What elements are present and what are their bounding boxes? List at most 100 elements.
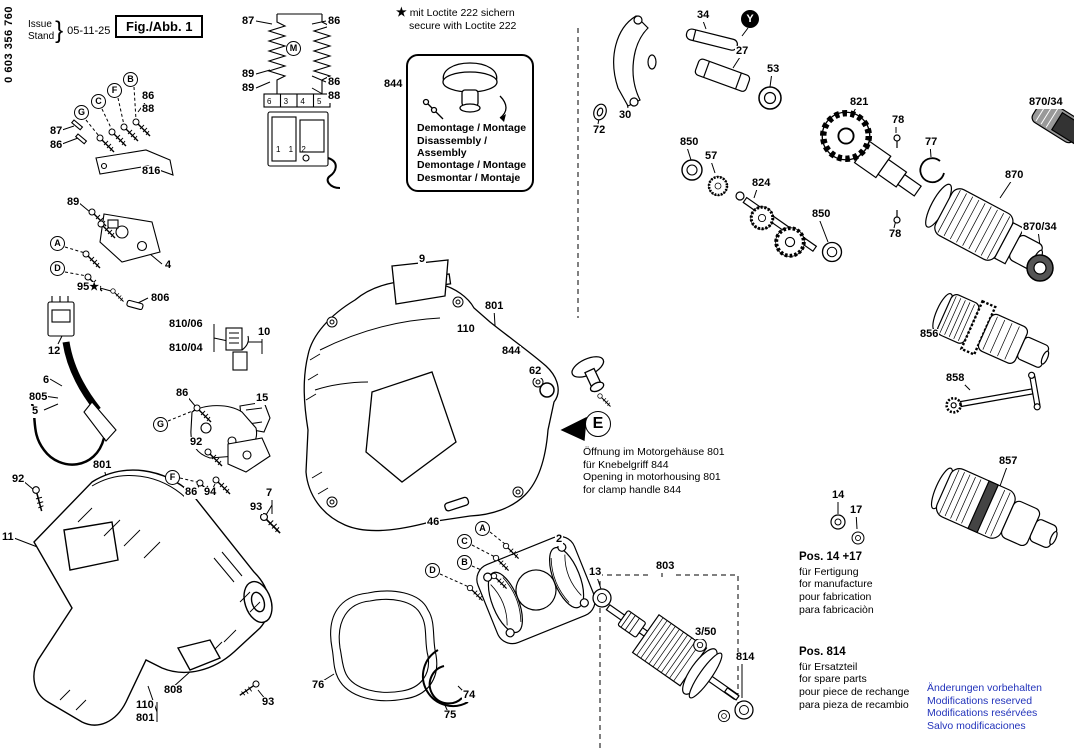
issue-date: 05-11-25 [67,24,111,37]
part-label-81006: 810/06 [168,318,204,331]
motor-housing [303,259,605,532]
text-line: für Ersatzteil [799,660,858,673]
brace-glyph: } [55,16,64,44]
part-label-86: 86 [175,387,190,400]
part-label-89: 89 [241,68,256,81]
part-label-801: 801 [92,459,113,472]
part-label-78: 78 [888,228,903,241]
text-line: Desmontar / Montaje [417,171,521,184]
part-label-46: 46 [426,516,441,529]
stand-label: Stand [28,30,55,42]
callout-c: C [457,534,472,549]
issue-stand-block: Issue Stand } 05-11-25 [28,16,111,44]
part-label-34: 34 [696,9,711,22]
part-label-86: 86 [141,90,156,103]
part-label-87034: 870/34 [1022,221,1058,234]
text-line: Salvo modificaciones [927,719,1026,732]
housing-gasket [330,590,438,702]
callout-e: E [585,411,611,437]
motor-wiring-diagram [263,13,341,189]
star-icon: ★ [396,5,407,19]
drill-body [33,469,273,726]
text-line: pour piece de rechange [799,685,910,698]
switch-cable-assembly [28,119,174,466]
part-label-77: 77 [924,136,939,149]
armature [605,603,740,701]
text-line: Änderungen vorbehalten [927,682,1043,694]
part-label-870: 870 [1004,169,1025,182]
part-label-850: 850 [811,208,832,221]
callout-b: B [457,555,472,570]
text-line: für Fertigung [799,565,859,578]
part-label-81004: 810/04 [168,342,204,355]
text-line: for spare parts [799,673,867,686]
issue-label: Issue [28,19,52,30]
document-part-number: 0 603 356 760 [3,6,15,83]
part-label-86: 86 [184,486,199,499]
part-label-27: 27 [735,45,750,58]
part-label-110: 110 [456,323,476,336]
callout-m: M [286,41,301,56]
part-label-850: 850 [679,136,700,149]
chuck-key-858 [945,371,1041,414]
text-line: para fabricaciòn [799,603,874,616]
text-line: Demontage / Montage [417,159,527,172]
part-label-86: 86 [49,139,64,152]
callout-f: F [165,470,180,485]
loctite-line2: secure with Loctite 222 [409,20,517,33]
brush-plate-rings [421,649,469,707]
part-label-76: 76 [311,679,326,692]
part-label-4: 4 [164,259,173,272]
part-label-821: 821 [849,96,870,109]
part-label-74: 74 [462,689,477,702]
pos-14-17-title: Pos. 14 +17 [799,551,862,563]
part-label-12: 12 [47,345,62,358]
text-line: Modifications resérvées [927,707,1038,720]
part-label-824: 824 [751,177,772,190]
callout-d: D [50,261,65,276]
part-label-801: 801 [135,712,156,725]
callout-leaders [64,86,506,588]
part-label-17: 17 [849,504,864,517]
callout-g: G [74,105,89,120]
part-label-53: 53 [766,63,781,76]
part-label-844: 844 [501,345,522,358]
callout-a: A [475,521,490,536]
part-label-14: 14 [831,489,846,502]
part-label-75: 75 [443,709,458,722]
part-label-94: 94 [203,486,218,499]
part-label-806: 806 [150,292,171,305]
wiring-numbers: 1 1 2 [276,145,309,154]
pos-814-title: Pos. 814 [799,646,846,658]
part-label-816: 816 [141,165,162,178]
part-label-856: 856 [919,328,940,341]
part-label-814: 814 [735,651,756,664]
loctite-line1: mit Loctite 222 sichern [409,7,515,19]
part-label-87: 87 [49,125,64,138]
callout-b: B [123,72,138,87]
part-label-110: 110 [135,699,155,712]
part-label-858: 858 [945,372,966,385]
part-label-801: 801 [484,300,505,313]
callout-g: G [153,417,168,432]
part-label-87034: 870/34 [1028,96,1064,109]
part-label-13: 13 [588,566,603,579]
callout-f: F [107,83,122,98]
clamp-knob-drawing [422,62,507,122]
callout-a: A [50,236,65,251]
field-stator [476,535,596,645]
part-label-808: 808 [163,684,184,697]
text-line: pour fabrication [799,590,872,603]
part-label-89: 89 [66,196,81,209]
part-label-6: 6 [42,374,51,387]
part-label-62: 62 [528,365,543,378]
callout-d: D [425,563,440,578]
part-label-857: 857 [998,455,1019,468]
part-label-57: 57 [704,150,719,163]
